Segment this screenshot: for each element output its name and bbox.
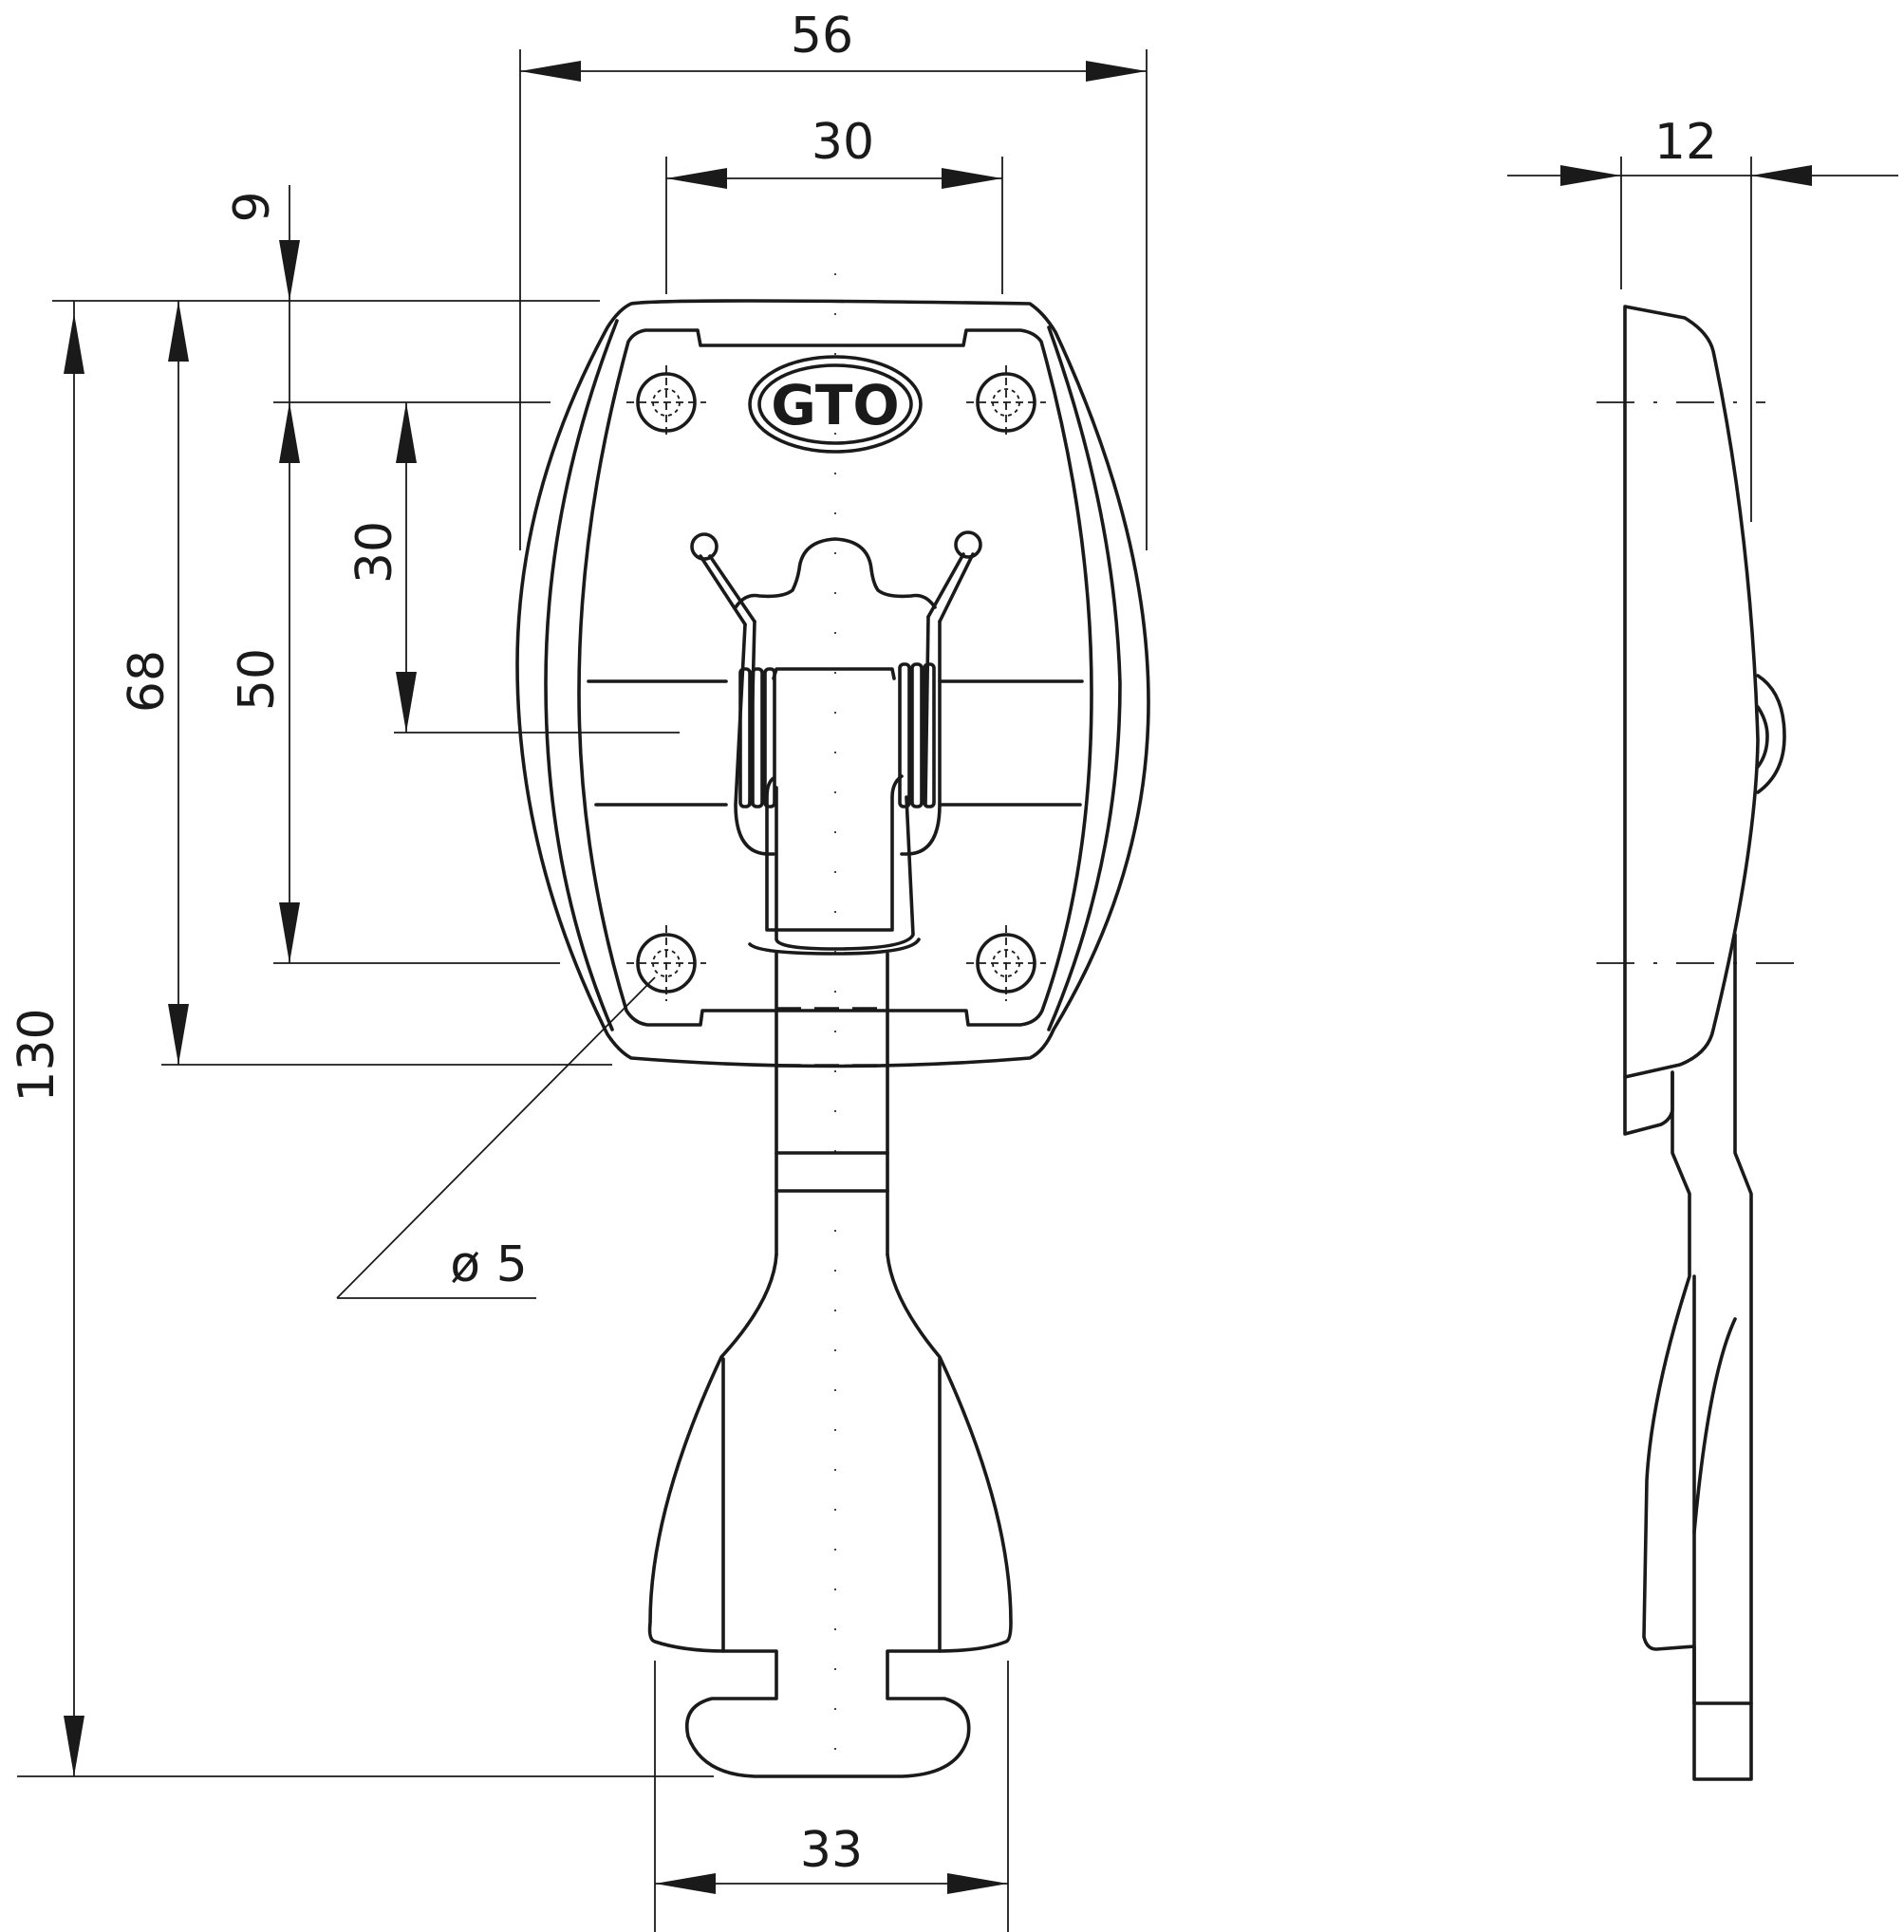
grip-outline [647, 1253, 1013, 1778]
arrow-50-bottom [279, 902, 300, 963]
leader-hole-diameter [336, 976, 656, 1299]
arrow-9-top [279, 240, 300, 301]
dimension-56: 56 [791, 8, 853, 65]
arrow-12-left [1560, 165, 1621, 186]
arrow-30v-bottom [396, 672, 417, 733]
dimension-68: 68 [119, 650, 176, 713]
left-spring [690, 532, 896, 856]
outer-body-outline [515, 299, 1150, 1068]
right-rim-line [1047, 325, 1122, 1031]
dimension-33: 33 [800, 1822, 863, 1879]
dimension-hole-diameter: ø 5 [450, 1236, 527, 1293]
dimension-30-horizontal: 30 [812, 114, 874, 171]
gto-logo: GTO [748, 355, 923, 454]
mounting-hole-bottom-right [966, 925, 1046, 1001]
mounting-hole-bottom-left [626, 925, 706, 1001]
side-body-outline [1623, 305, 1760, 1079]
dimension-30-vertical: 30 [346, 521, 403, 584]
dimension-9: 9 [224, 191, 281, 222]
arrow-12-right [1751, 165, 1812, 186]
side-lower-base [1623, 1070, 1674, 1136]
base-plate-outline [577, 328, 1093, 1027]
dimension-130: 130 [9, 1008, 65, 1102]
side-knob [1756, 674, 1786, 794]
lever-inner [775, 786, 915, 951]
side-grip-curve [1692, 1317, 1737, 1534]
arrow-30h-right [942, 168, 1002, 189]
right-spring [898, 530, 982, 856]
left-rim-line [544, 319, 619, 1031]
arrow-56-right [1086, 61, 1147, 82]
side-handle-outline [1642, 933, 1753, 1781]
arrow-56-left [520, 61, 581, 82]
side-knob-inner [1756, 705, 1769, 769]
arrow-30v-top [396, 402, 417, 463]
arrow-30h-left [666, 168, 727, 189]
arrow-33-left [655, 1873, 716, 1894]
dimension-50: 50 [229, 648, 286, 711]
lever-bottom-edge [748, 938, 921, 956]
arrow-68-top [168, 301, 189, 362]
dimension-lines: 56 30 12 9 50 30 68 130 [9, 8, 1898, 1932]
logo-text: GTO [771, 373, 899, 437]
mounting-hole-top-right [966, 365, 1046, 439]
lever-outline [765, 774, 904, 932]
arrow-68-bottom [168, 1004, 189, 1065]
dimension-12: 12 [1654, 114, 1717, 171]
pivot-housing [734, 537, 937, 609]
mounting-hole-top-left [626, 365, 706, 439]
side-view [1596, 157, 1794, 1781]
arrow-130-top [64, 313, 84, 374]
arrow-33-right [947, 1873, 1008, 1894]
front-view: GTO [515, 273, 1150, 1778]
arrow-130-bottom [64, 1716, 84, 1776]
